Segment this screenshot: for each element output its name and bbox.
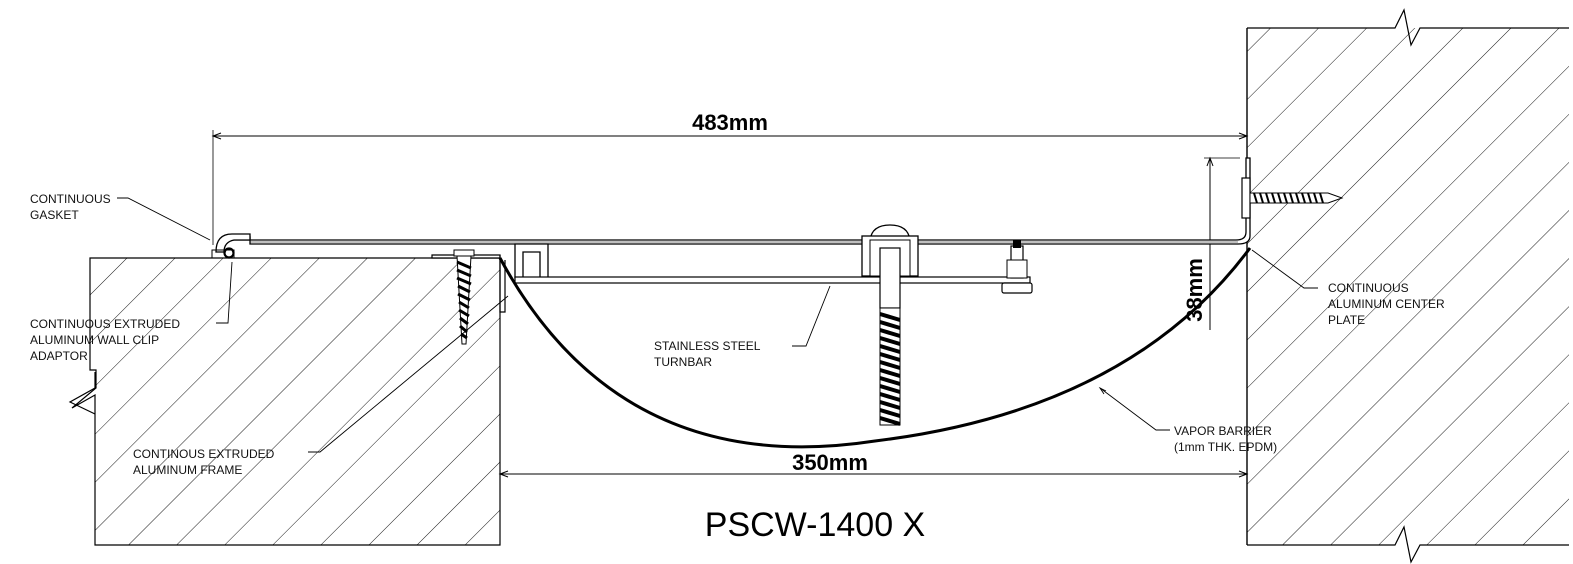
center-plate xyxy=(227,157,1251,245)
label-gasket-line2: GASKET xyxy=(30,208,79,222)
vapor-barrier xyxy=(498,247,1252,449)
left-substrate xyxy=(68,257,501,546)
label-vapor-barrier-line1: VAPOR BARRIER xyxy=(1174,424,1272,438)
label-frame-line2: ALUMINUM FRAME xyxy=(133,463,242,477)
leader-lines xyxy=(117,197,1318,453)
label-wall-clip-line2: ALUMINUM WALL CLIP xyxy=(30,333,159,347)
opening-width-dimension: 350mm xyxy=(498,450,1249,478)
secondary-stud xyxy=(1001,240,1033,294)
frame-anchor-screw xyxy=(453,249,475,345)
label-gasket-line1: CONTINUOUS xyxy=(30,192,111,206)
label-center-plate-line3: PLATE xyxy=(1328,313,1365,327)
label-frame-line1: CONTINOUS EXTRUDED xyxy=(133,447,275,461)
wall-anchor-screw xyxy=(1241,177,1344,219)
label-turnbar-line1: STAINLESS STEEL xyxy=(654,339,761,353)
label-center-plate-line1: CONTINUOUS xyxy=(1328,281,1409,295)
overall-width-label: 483mm xyxy=(692,110,768,135)
turnbar xyxy=(514,276,1031,284)
label-turnbar-line2: TURNBAR xyxy=(654,355,712,369)
center-bolt-assembly xyxy=(861,224,919,426)
opening-width-label: 350mm xyxy=(792,450,868,475)
label-vapor-barrier-line2: (1mm THK. EPDM) xyxy=(1174,440,1277,454)
callout-vapor-barrier: VAPOR BARRIER (1mm THK. EPDM) xyxy=(1174,424,1277,454)
gasket-and-wall-clip xyxy=(211,233,251,259)
callout-center-plate: CONTINUOUS ALUMINUM CENTER PLATE xyxy=(1328,281,1445,327)
label-center-plate-line2: ALUMINUM CENTER xyxy=(1328,297,1445,311)
height-label: 38mm xyxy=(1182,258,1207,322)
drawing-title: PSCW-1400 X xyxy=(705,506,925,544)
callout-gasket: CONTINUOUS GASKET xyxy=(30,192,111,222)
callout-turnbar: STAINLESS STEEL TURNBAR xyxy=(654,339,761,369)
label-wall-clip-line1: CONTINUOUS EXTRUDED xyxy=(30,317,180,331)
right-wall xyxy=(1246,8,1569,564)
aluminum-frame xyxy=(431,243,549,313)
callout-wall-clip: CONTINUOUS EXTRUDED ALUMINUM WALL CLIP A… xyxy=(30,317,180,363)
callout-frame: CONTINOUS EXTRUDED ALUMINUM FRAME xyxy=(133,447,275,477)
overall-width-dimension: 483mm xyxy=(211,110,1249,245)
label-wall-clip-line3: ADAPTOR xyxy=(30,349,88,363)
